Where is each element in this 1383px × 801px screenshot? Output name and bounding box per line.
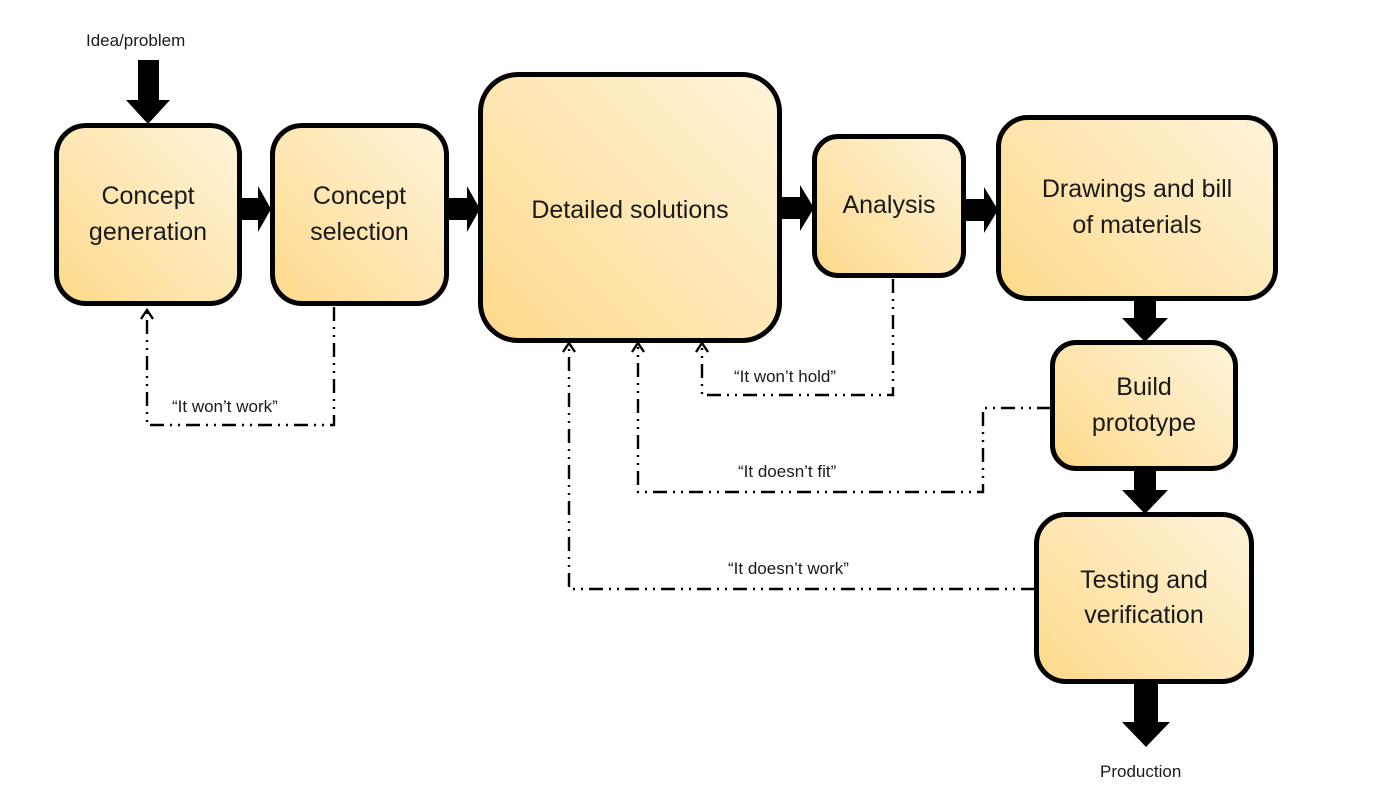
feedback-label-doesnt-fit: “It doesn’t fit” (738, 462, 837, 481)
arrow-analysis-to-drawings (964, 187, 998, 233)
arrow-drawings-to-build (1122, 299, 1168, 342)
step-detailed-solutions: Detailed solutions (478, 72, 782, 343)
step-analysis: Analysis (812, 134, 966, 278)
feedback-arrowhead-hold (695, 340, 709, 353)
arrow-build-to-testing (1122, 469, 1168, 514)
input-label: Idea/problem (86, 31, 186, 50)
feedback-label-wont-hold: “It won’t hold” (734, 367, 837, 386)
feedback-arrowhead-generation (140, 307, 154, 320)
output-arrow (1122, 682, 1170, 747)
feedback-line-doesnt-work (567, 346, 1035, 591)
feedback-label-doesnt-work: “It doesn’t work” (728, 559, 849, 578)
feedback-line-doesnt-fit (636, 346, 1051, 494)
arrow-detailed-to-analysis (780, 185, 814, 231)
feedback-label-wont-work: “It won’t work” (172, 397, 278, 416)
arrow-selection-to-detailed (447, 186, 480, 232)
step-label: Detailed solutions (531, 196, 729, 224)
input-arrow (126, 60, 170, 124)
feedback-line-wont-work (145, 307, 336, 427)
output-label: Production (1100, 762, 1182, 781)
feedback-line-wont-hold (700, 279, 895, 397)
arrow-generation-to-selection (240, 186, 271, 232)
feedback-arrowhead-work (562, 340, 576, 353)
step-label: Analysis (842, 191, 936, 220)
feedback-arrowhead-fit (631, 340, 645, 353)
